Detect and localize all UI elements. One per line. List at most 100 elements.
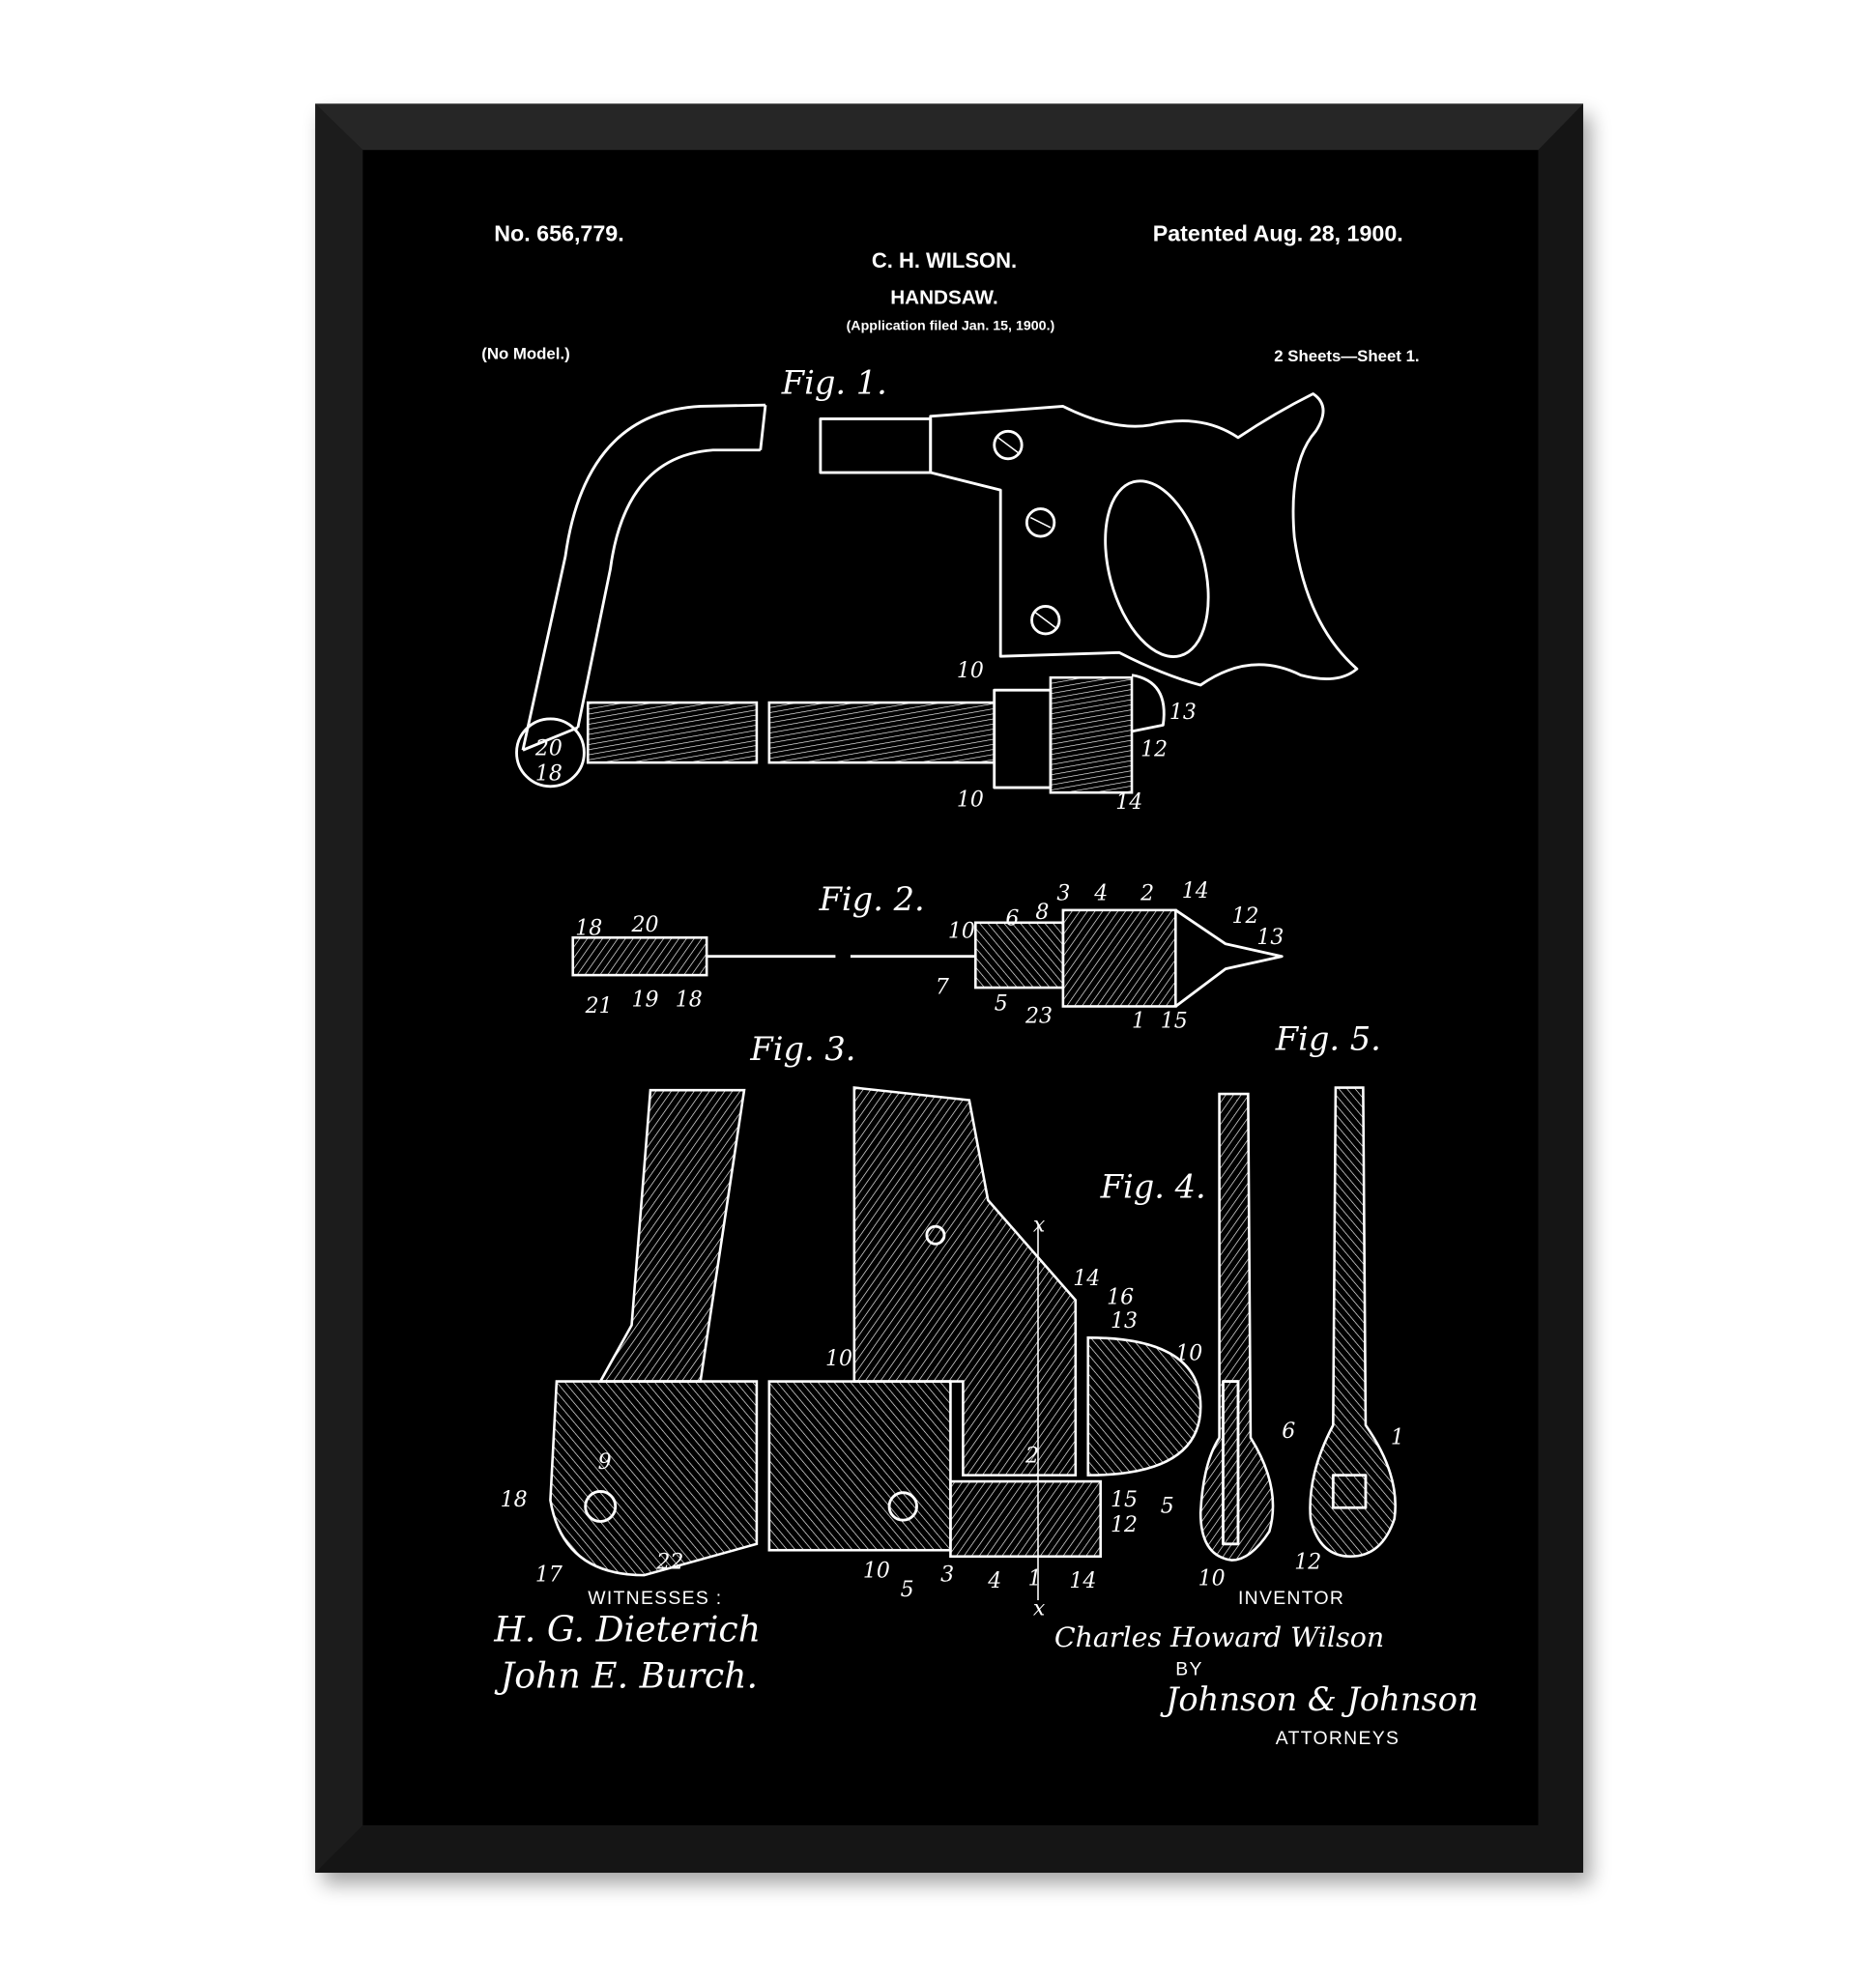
attorneys-signature: Johnson & Johnson bbox=[1160, 1680, 1479, 1718]
sheet-count: 2 Sheets—Sheet 1. bbox=[1274, 347, 1419, 365]
drawing-stroke bbox=[1030, 605, 1061, 636]
frame-bevel-top bbox=[315, 103, 1584, 151]
figure-1-handsaw: Fig. 1. 10 10 13 12 14 20 18 bbox=[515, 364, 1359, 815]
drawing-stroke bbox=[1174, 908, 1284, 1008]
drawing-stroke bbox=[974, 921, 1065, 990]
reference-numeral: 17 bbox=[535, 1563, 563, 1588]
reference-numeral: 16 bbox=[1107, 1285, 1134, 1309]
inventor-label: INVENTOR bbox=[1238, 1588, 1344, 1609]
reference-numeral: 12 bbox=[1140, 738, 1168, 762]
fig3-label: Fig. 3. bbox=[749, 1030, 855, 1068]
drawing-stroke bbox=[949, 1479, 1102, 1559]
patent-title: HANDSAW. bbox=[890, 286, 998, 308]
drawing-stroke bbox=[522, 405, 767, 752]
figure-3-detail: Fig. 3. 10 9 18 17 22 2 10 5 3 4 1 14 x … bbox=[501, 1030, 1202, 1621]
reference-numeral: 1 bbox=[1028, 1566, 1042, 1591]
reference-numeral: 18 bbox=[535, 761, 563, 786]
attorneys-label: ATTORNEYS bbox=[1276, 1728, 1400, 1749]
reference-numeral: 20 bbox=[534, 736, 563, 760]
drawing-stroke bbox=[1029, 516, 1052, 529]
drawing-stroke bbox=[925, 1224, 946, 1246]
reference-numeral: 15 bbox=[1111, 1488, 1138, 1512]
reference-numeral: 8 bbox=[1035, 901, 1049, 925]
reference-numeral: x bbox=[1033, 1213, 1046, 1237]
drawing-stroke bbox=[887, 1491, 918, 1522]
reference-numeral: 13 bbox=[1256, 926, 1284, 950]
reference-numeral: 18 bbox=[575, 917, 602, 941]
reference-numeral: 10 bbox=[1198, 1566, 1226, 1591]
reference-numeral: x bbox=[1033, 1597, 1046, 1621]
reference-numeral: 15 bbox=[1161, 1009, 1188, 1033]
reference-numeral: 3 bbox=[940, 1563, 954, 1588]
reference-numeral: 10 bbox=[863, 1560, 890, 1584]
reference-numeral: 1 bbox=[1132, 1009, 1145, 1033]
reference-numeral: 13 bbox=[1111, 1309, 1138, 1334]
reference-numeral: 3 bbox=[1056, 881, 1070, 905]
drawing-stroke bbox=[586, 701, 759, 764]
drawing-stroke bbox=[997, 437, 1019, 453]
drawing-stroke bbox=[929, 392, 1359, 687]
reference-numeral: 5 bbox=[1161, 1494, 1174, 1518]
inventor-name: C. H. WILSON. bbox=[872, 248, 1017, 272]
reference-numeral: 14 bbox=[1069, 1569, 1096, 1593]
witness-signature-2: John E. Burch. bbox=[494, 1655, 758, 1697]
witness-signature-1: H. G. Dieterich bbox=[493, 1609, 761, 1650]
reference-numeral: 5 bbox=[901, 1578, 914, 1602]
drawing-stroke bbox=[1049, 675, 1134, 794]
reference-numeral: 18 bbox=[501, 1488, 528, 1512]
reference-numeral: 6 bbox=[1005, 906, 1019, 931]
drawing-stroke bbox=[1034, 612, 1056, 629]
reference-numeral: 14 bbox=[1182, 879, 1209, 903]
drawing-stroke bbox=[571, 936, 708, 977]
drawing-stroke bbox=[1309, 1086, 1397, 1559]
drawing-stroke bbox=[1198, 1092, 1275, 1562]
reference-numeral: 9 bbox=[598, 1450, 612, 1475]
drawing-stroke bbox=[584, 1490, 618, 1523]
drawing-stroke bbox=[515, 717, 586, 789]
reference-numeral: 12 bbox=[1111, 1513, 1138, 1537]
figure-5-sections: Fig. 5. 10 6 5 10 1 12 bbox=[1161, 1020, 1404, 1592]
drawing-stroke bbox=[1222, 1380, 1240, 1546]
patent-number: No. 656,779. bbox=[494, 221, 624, 246]
drawing-stroke bbox=[1331, 1474, 1368, 1509]
reference-numeral: 5 bbox=[995, 991, 1008, 1016]
drawing-stroke bbox=[852, 1086, 1078, 1477]
reference-numeral: 2 bbox=[1025, 1445, 1039, 1469]
reference-numeral: 10 bbox=[825, 1347, 852, 1371]
witnesses-label: WITNESSES : bbox=[588, 1588, 722, 1609]
reference-numeral: 22 bbox=[655, 1551, 683, 1575]
reference-numeral: 10 bbox=[957, 659, 984, 683]
drawing-stroke bbox=[767, 1380, 952, 1552]
drawing-stroke bbox=[549, 1380, 759, 1577]
drawing-stroke bbox=[1025, 507, 1056, 538]
reference-numeral: 10 bbox=[1175, 1342, 1202, 1366]
frame-bevel-left bbox=[315, 103, 363, 1874]
reference-numeral: 18 bbox=[676, 988, 703, 1012]
fig5-label: Fig. 5. bbox=[1275, 1020, 1381, 1058]
drawing-stroke bbox=[1061, 908, 1177, 1008]
inventor-signature: Charles Howard Wilson bbox=[1054, 1621, 1384, 1653]
fig4-label: Fig. 4. bbox=[1100, 1167, 1206, 1205]
by-label: BY bbox=[1175, 1659, 1202, 1680]
reference-numeral: 12 bbox=[1294, 1551, 1321, 1575]
reference-numeral: 12 bbox=[1232, 904, 1259, 929]
reference-numeral: 4 bbox=[1093, 881, 1108, 905]
reference-numeral: 6 bbox=[1282, 1420, 1295, 1444]
reference-numeral: 19 bbox=[632, 988, 659, 1012]
fig1-label: Fig. 1. bbox=[781, 364, 887, 402]
patented-date: Patented Aug. 28, 1900. bbox=[1153, 221, 1403, 246]
reference-numeral: 10 bbox=[957, 788, 984, 812]
reference-numeral: 10 bbox=[948, 919, 975, 943]
reference-numeral: 4 bbox=[987, 1569, 1001, 1593]
drawing-stroke bbox=[767, 701, 996, 764]
drawing-stroke bbox=[993, 429, 1024, 461]
fig2-label: Fig. 2. bbox=[819, 880, 925, 918]
reference-numeral: 23 bbox=[1025, 1004, 1053, 1028]
reference-numeral: 1 bbox=[1391, 1425, 1404, 1449]
reference-numeral: 21 bbox=[585, 994, 613, 1018]
drawing-stroke bbox=[1104, 479, 1210, 658]
reference-numeral: 13 bbox=[1169, 701, 1197, 725]
reference-numeral: 14 bbox=[1073, 1267, 1100, 1291]
reference-numeral: 20 bbox=[631, 913, 659, 937]
